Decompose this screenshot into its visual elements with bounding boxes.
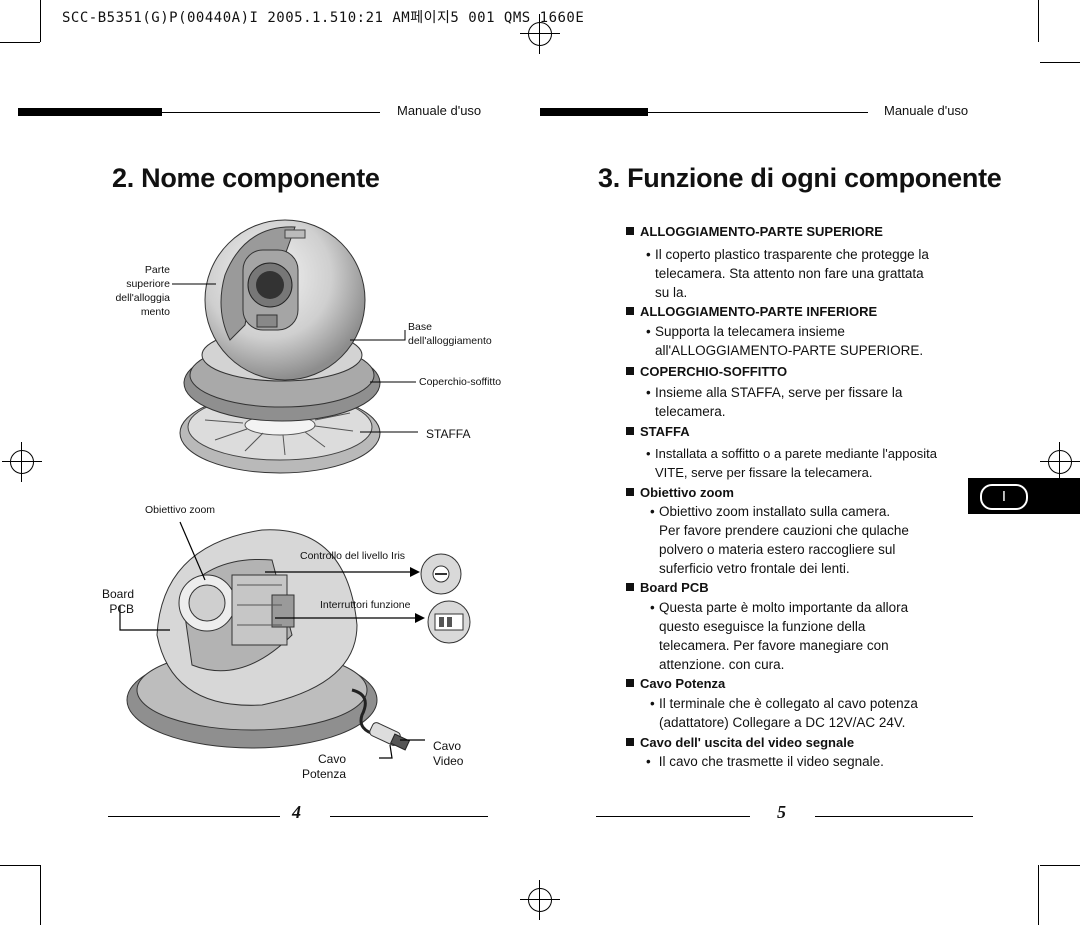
callout-board-pcb: Board PCB xyxy=(101,587,134,616)
callout-parte-superiore: Parte superiore dell'alloggia mento xyxy=(115,264,170,318)
page-title: 3. Funzione di ogni componente xyxy=(598,163,1002,193)
crop-mark xyxy=(40,865,41,925)
section-heading: COPERCHIO-SOFFITTO xyxy=(626,364,787,379)
section-heading: ALLOGGIAMENTO-PARTE SUPERIORE xyxy=(626,224,883,239)
page-number: 4 xyxy=(292,802,301,822)
header-bar xyxy=(540,108,648,116)
registration-mark xyxy=(2,442,42,482)
footer-rule xyxy=(330,816,488,817)
section-body: •Il coperto plastico trasparente che pro… xyxy=(646,247,929,300)
print-slug: SCC-B5351(G)P(00440A)I 2005.1.510:21 AM페… xyxy=(62,10,585,26)
callout-coperchio-soffitto: Coperchio-soffitto xyxy=(419,376,502,388)
header-manual-label: Manuale d'uso xyxy=(884,103,969,118)
registration-mark xyxy=(520,14,560,54)
callout-controllo-iris: Controllo del livello Iris xyxy=(300,550,406,562)
crop-mark xyxy=(0,42,40,43)
section-body: • Il cavo che trasmette il video segnale… xyxy=(646,754,884,769)
footer-rule xyxy=(596,816,750,817)
callout-base: Base dell'alloggiamento xyxy=(408,321,492,347)
header-rule xyxy=(648,112,868,113)
crop-mark xyxy=(1038,0,1039,42)
callout-obiettivo-zoom: Obiettivo zoom xyxy=(145,504,216,516)
header-bar xyxy=(18,108,162,116)
header-manual-label: Manuale d'uso xyxy=(397,103,482,118)
dome-camera-illustration xyxy=(179,219,381,474)
function-switch-detail-icon xyxy=(427,600,471,644)
section-heading: STAFFA xyxy=(626,424,690,439)
callout-interruttori: Interruttori funzione xyxy=(320,599,411,611)
language-tab-label: I xyxy=(980,484,1028,510)
section-heading: Cavo Potenza xyxy=(626,676,725,691)
section-body: •Questa parte è molto importante da allo… xyxy=(650,600,909,672)
language-tab: I xyxy=(968,478,1080,514)
crop-mark xyxy=(1038,865,1039,925)
header-rule xyxy=(162,112,380,113)
registration-mark xyxy=(1040,442,1080,482)
footer-rule xyxy=(815,816,973,817)
section-body: •Il terminale che è collegato al cavo po… xyxy=(650,696,918,730)
section-body: •Supporta la telecamera insieme all'ALLO… xyxy=(646,324,924,358)
registration-mark xyxy=(520,880,560,920)
crop-mark xyxy=(0,865,40,866)
callout-cavo-video: Cavo Video xyxy=(433,739,464,768)
section-body: •Obiettivo zoom installato sulla camera.… xyxy=(650,504,909,576)
callout-staffa: STAFFA xyxy=(426,427,471,441)
crop-mark xyxy=(40,0,41,42)
open-camera-illustration xyxy=(126,529,411,751)
leader-lines-bottom xyxy=(119,521,425,759)
section-heading: Board PCB xyxy=(626,580,709,595)
crop-mark xyxy=(1040,865,1080,866)
section-body: •Insieme alla STAFFA, serve per fissare … xyxy=(646,385,903,419)
section-heading: Obiettivo zoom xyxy=(626,485,734,500)
section-heading: ALLOGGIAMENTO-PARTE INFERIORE xyxy=(626,304,877,319)
footer-rule xyxy=(108,816,280,817)
section-heading: Cavo dell' uscita del video segnale xyxy=(626,735,854,750)
page-title: 2. Nome componente xyxy=(112,163,380,193)
page-number: 5 xyxy=(777,802,786,822)
iris-control-detail-icon xyxy=(420,553,462,595)
callout-cavo-potenza: Cavo Potenza xyxy=(301,752,346,781)
crop-mark xyxy=(1040,62,1080,63)
section-body: •Installata a soffitto o a parete median… xyxy=(646,446,937,480)
leader-lines xyxy=(172,283,418,433)
